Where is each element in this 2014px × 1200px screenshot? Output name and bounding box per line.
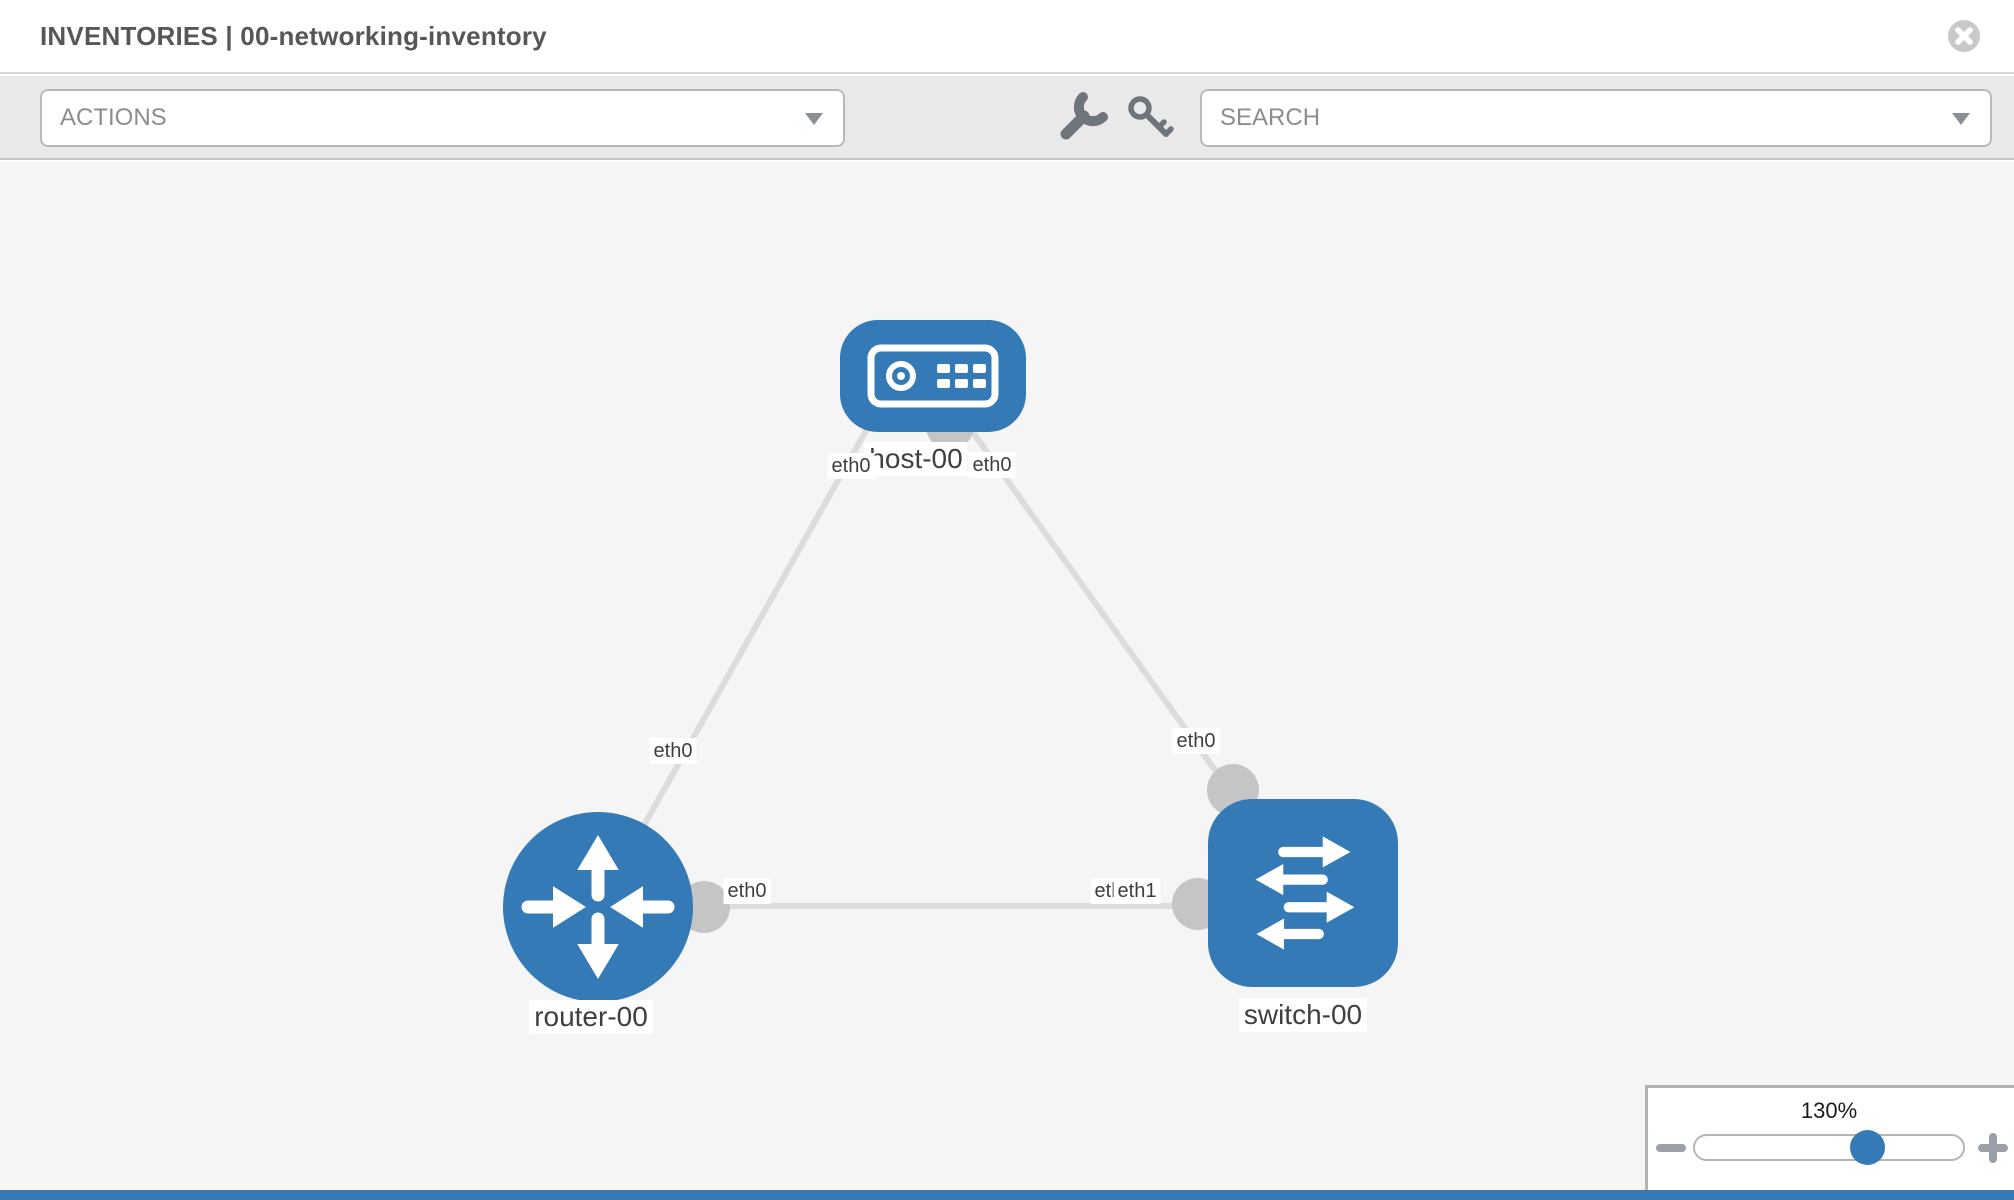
chevron-down-icon <box>805 113 823 125</box>
topology-links-layer <box>595 402 1270 933</box>
zoom-level: 130% <box>1800 1098 1858 1123</box>
plus-icon <box>1978 1133 2008 1163</box>
zoom-out-button[interactable] <box>1654 1131 1688 1165</box>
if-label-switch-left-eth1: eth1 <box>1113 878 1161 904</box>
node-switch-00[interactable] <box>1208 799 1398 987</box>
zoom-slider-thumb[interactable] <box>1850 1130 1885 1165</box>
credentials-button[interactable] <box>1124 92 1176 144</box>
if-label-host-right: eth0 <box>968 452 1016 478</box>
node-host-00[interactable] <box>840 320 1026 432</box>
toolbar: ACTIONS SEARCH <box>0 76 2014 160</box>
if-label-router-top: eth0 <box>649 738 697 764</box>
zoom-panel: 130% <box>1645 1085 2014 1200</box>
if-label-switch-top: eth0 <box>1172 728 1220 754</box>
if-label-host-left: eth0 <box>827 453 875 479</box>
if-label-router-right: eth0 <box>723 878 771 904</box>
page-title: INVENTORIES | 00-networking-inventory <box>40 20 547 51</box>
topology-canvas[interactable]: host-00 router-00 switch-00 eth0 eth0 et… <box>0 162 2014 1200</box>
close-icon <box>1948 20 1980 52</box>
adhoc-command-button[interactable] <box>1056 92 1108 144</box>
minus-icon <box>1656 1144 1686 1152</box>
bottom-accent-bar <box>0 1190 2014 1200</box>
router-icon <box>521 835 675 979</box>
zoom-slider-track[interactable] <box>1693 1134 1965 1161</box>
wrench-icon <box>1060 92 1108 140</box>
zoom-in-button[interactable] <box>1976 1131 2010 1165</box>
search-dropdown[interactable]: SEARCH <box>1200 89 1992 147</box>
node-label-host: host-00 <box>864 442 968 477</box>
search-dropdown-label: SEARCH <box>1220 104 1321 131</box>
node-router-00[interactable] <box>503 812 693 1002</box>
chevron-down-icon <box>1952 113 1970 125</box>
actions-dropdown-label: ACTIONS <box>60 104 167 131</box>
node-label-router: router-00 <box>529 1000 653 1035</box>
header: INVENTORIES | 00-networking-inventory <box>0 0 2014 74</box>
node-label-switch: switch-00 <box>1238 998 1368 1033</box>
actions-dropdown[interactable]: ACTIONS <box>40 89 845 147</box>
switch-icon <box>1255 836 1355 950</box>
close-button[interactable] <box>1946 18 1982 54</box>
key-icon <box>1128 96 1174 137</box>
host-icon <box>867 344 999 408</box>
